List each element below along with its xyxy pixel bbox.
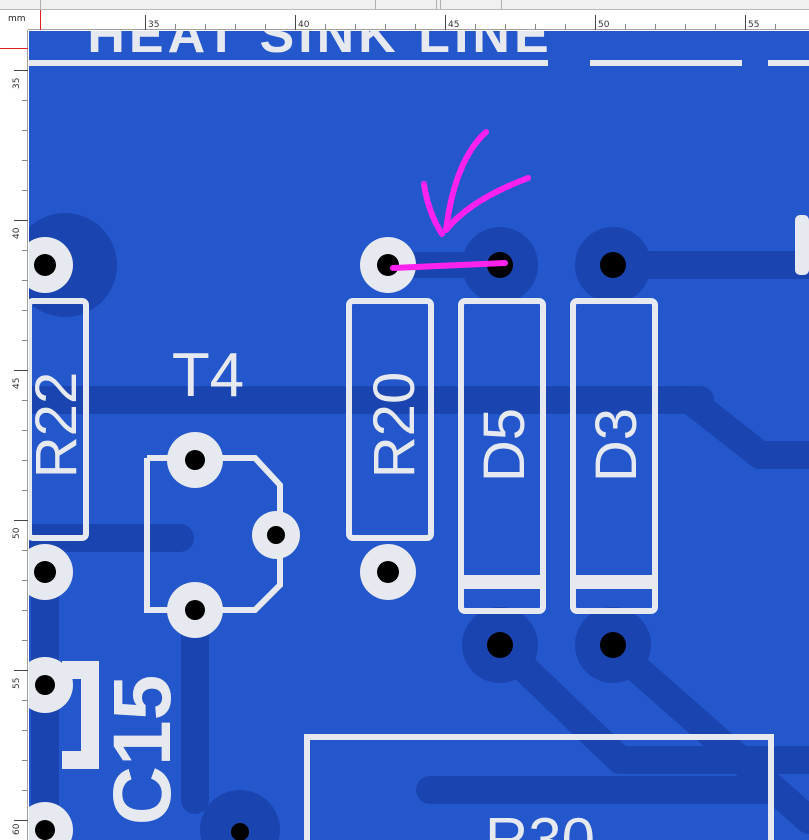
c15-label: C15 [97, 675, 188, 825]
h-ruler-label: 55 [748, 20, 760, 30]
ruler-unit-label: mm [8, 14, 26, 24]
vertical-ruler: 35 40 45 50 55 60 [0, 30, 28, 840]
d3-label: D3 [584, 408, 649, 482]
v-ruler-label: 50 [12, 527, 22, 539]
toolbar-divider [40, 0, 41, 9]
ruler-corner: mm [0, 10, 28, 30]
v-ruler-label: 40 [12, 227, 22, 239]
h-ruler-label: 45 [448, 20, 460, 30]
v-ruler-label: 60 [12, 823, 22, 835]
toolbar-field[interactable] [440, 0, 502, 9]
toolbar-field[interactable] [375, 0, 437, 9]
pcb-canvas[interactable]: HEAT SINK LINE T4 R22 R20 D5 D3 C15 R30 [29, 31, 809, 840]
d5-label: D5 [472, 408, 537, 482]
r20-label: R20 [362, 372, 427, 478]
heat-sink-line-label: HEAT SINK LINE [87, 31, 552, 64]
annotation-arrow [390, 129, 531, 271]
h-ruler-label: 35 [148, 20, 160, 30]
r22-label: R22 [29, 372, 89, 478]
r30-label: R30 [485, 806, 595, 840]
silkscreen-edge-mark [795, 215, 809, 275]
v-ruler-label: 55 [12, 677, 22, 689]
h-ruler-label: 50 [598, 20, 610, 30]
v-ruler-label: 45 [12, 377, 22, 389]
toolbar-strip [0, 0, 809, 10]
silkscreen [29, 60, 809, 840]
h-ruler-label: 40 [298, 20, 310, 30]
t4-label: T4 [172, 341, 244, 410]
partial-silk-glyph [62, 661, 99, 769]
drill-holes [34, 252, 626, 840]
copper-pour [200, 790, 280, 840]
v-ruler-label: 35 [12, 77, 22, 89]
horizontal-ruler: 35 40 45 50 55 [0, 10, 809, 30]
